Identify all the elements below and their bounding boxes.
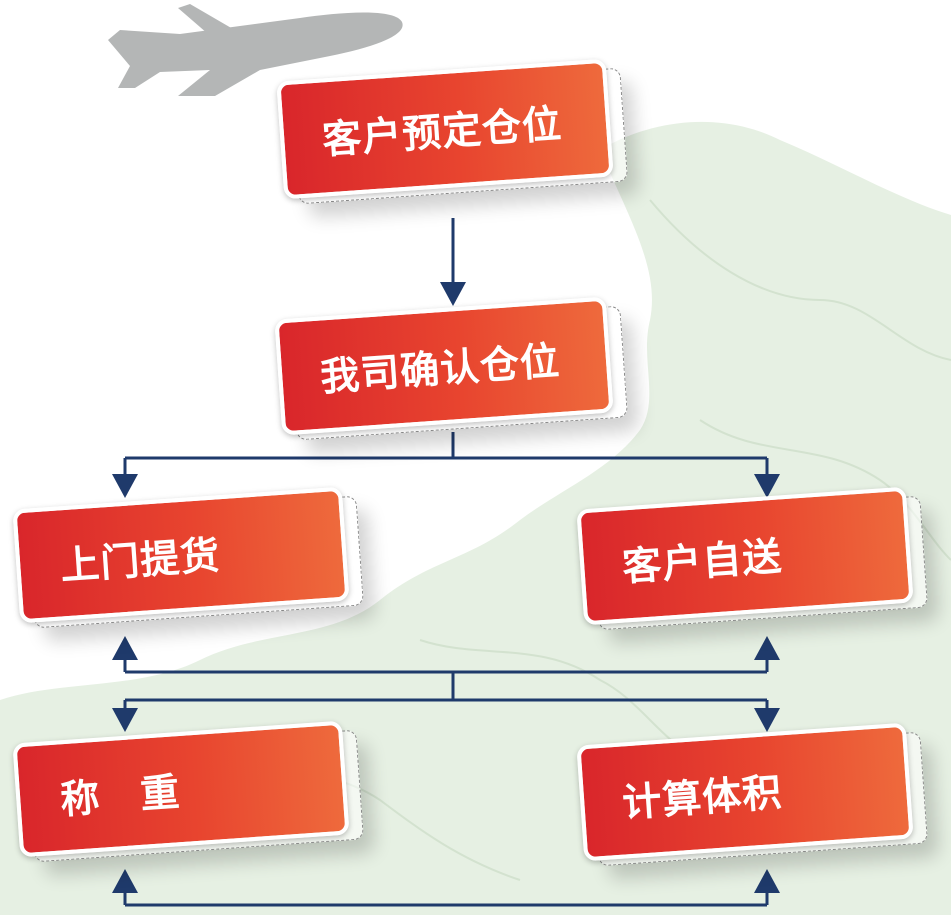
step-label: 客户预定仓位	[320, 101, 564, 164]
step-label: 客户自送	[620, 534, 784, 591]
card-face: 客户预定仓位	[276, 58, 614, 200]
step-card-confirm-space: 我司确认仓位	[274, 296, 629, 441]
arrow-down-step2	[440, 282, 466, 306]
step-label: 称 重	[58, 770, 182, 824]
step-card-customer-delivery: 客户自送	[576, 486, 929, 631]
card-face: 我司确认仓位	[274, 296, 614, 436]
arrow-up-step5	[112, 869, 138, 893]
airplane-icon	[108, 4, 403, 96]
step-card-weighing: 称 重	[12, 720, 364, 863]
step-label: 计算体积	[620, 770, 784, 827]
card-face: 上门提货	[12, 486, 350, 624]
arrow-up-step3	[112, 636, 138, 660]
arrow-down-step3	[112, 474, 138, 498]
card-face: 客户自送	[576, 486, 914, 626]
arrow-down-step5	[112, 708, 138, 732]
arrow-down-step6	[754, 708, 780, 732]
card-face: 计算体积	[576, 722, 914, 862]
map-shape	[0, 121, 951, 915]
step-card-calculate-volume: 计算体积	[576, 722, 929, 867]
step-label: 上门提货	[58, 533, 222, 590]
arrow-down-step4	[754, 474, 780, 498]
step-label: 我司确认仓位	[318, 338, 562, 401]
step-card-door-pickup: 上门提货	[12, 486, 364, 629]
arrow-up-step6	[754, 869, 780, 893]
card-face: 称 重	[12, 720, 350, 858]
step-card-book-space: 客户预定仓位	[276, 58, 629, 205]
arrow-up-step4	[754, 636, 780, 660]
